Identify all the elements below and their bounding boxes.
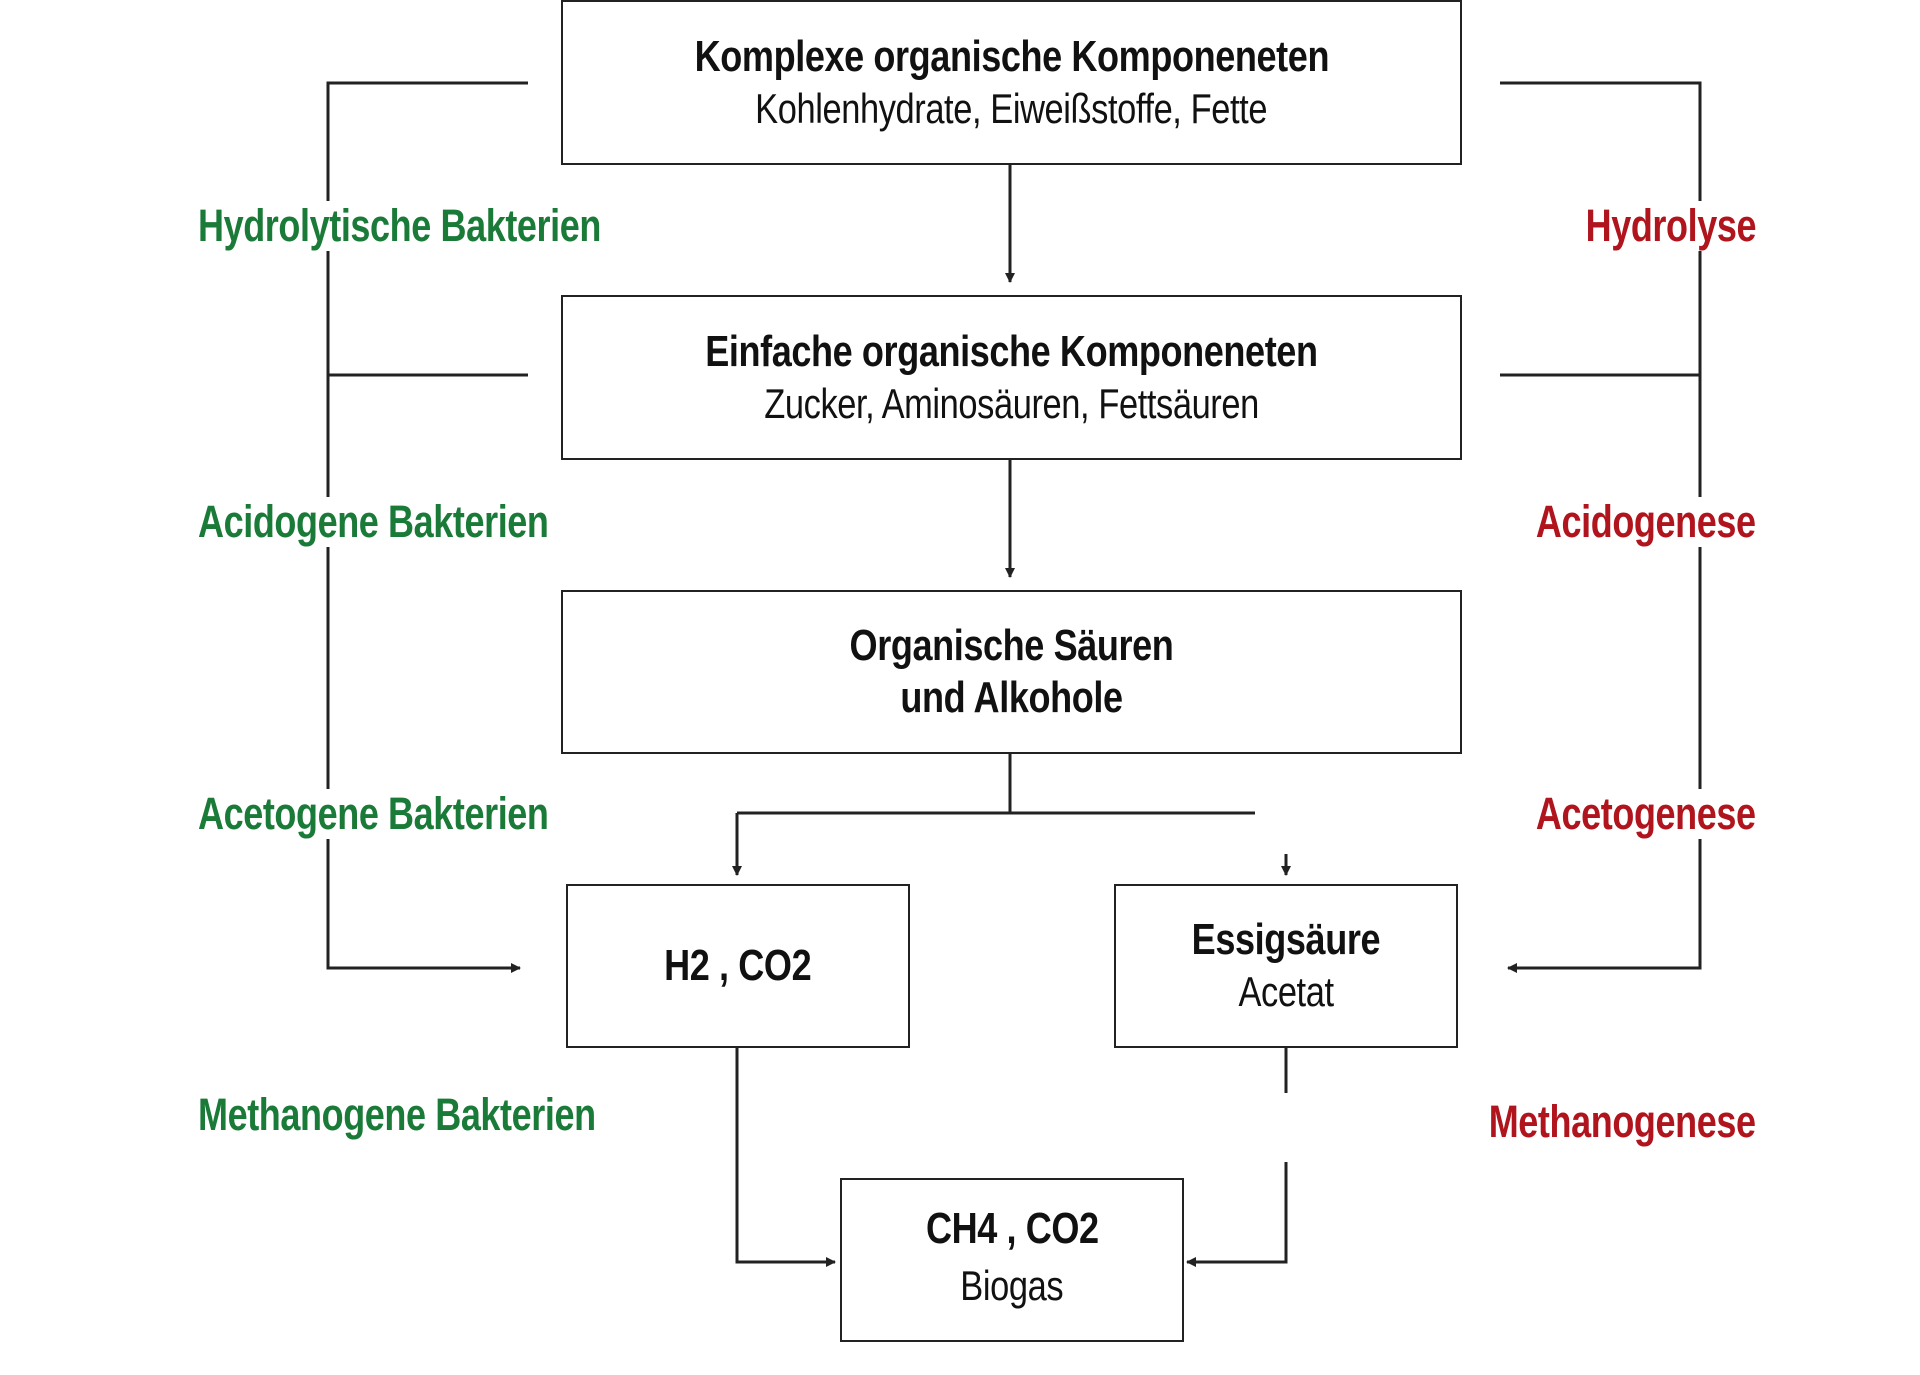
label-acetogenesis: Acetogenese (1536, 788, 1756, 839)
label-hydrolytic-bacteria: Hydrolytische Bakterien (198, 200, 601, 251)
box-acetic-title: Essigsäure (1191, 915, 1381, 964)
box-acetic-acid: Essigsäure Acetat (1114, 884, 1458, 1048)
label-acetogenic-bacteria: Acetogene Bakterien (198, 788, 549, 839)
box-complex-subtitle: Kohlenhydrate, Eiweißstoffe, Fette (755, 84, 1268, 132)
box-acids-line1: Organische Säuren (849, 621, 1174, 670)
box-biogas-title: CH4 , CO2 (925, 1204, 1099, 1253)
box-acetic-subtitle: Acetat (1238, 968, 1334, 1015)
label-acidogenesis: Acidogenese (1536, 496, 1756, 547)
box-complex-components: Komplexe organische Komponeneten Kohlenh… (561, 0, 1462, 165)
arrow-acetic-to-biogas (1186, 1162, 1288, 1267)
box-biogas: CH4 , CO2 Biogas (840, 1178, 1184, 1342)
label-acidogenic-bacteria: Acidogene Bakterien (198, 496, 549, 547)
box-acids-line2: und Alkohole (900, 673, 1123, 722)
box-simple-title: Einfache organische Komponeneten (705, 326, 1318, 376)
arrow-h2co2-to-biogas (735, 1048, 836, 1267)
box-simple-components: Einfache organische Komponeneten Zucker,… (561, 295, 1462, 460)
box-simple-subtitle: Zucker, Aminosäuren, Fettsäuren (764, 379, 1259, 427)
box-organic-acids: Organische Säuren und Alkohole (561, 590, 1462, 754)
label-methanogenesis: Methanogenese (1489, 1096, 1756, 1147)
box-biogas-subtitle: Biogas (960, 1262, 1064, 1309)
box-complex-title: Komplexe organische Komponeneten (694, 31, 1329, 81)
label-hydrolysis: Hydrolyse (1585, 200, 1756, 251)
label-methanogenic-bacteria: Methanogene Bakterien (198, 1089, 596, 1140)
box-h2-co2: H2 , CO2 (566, 884, 910, 1048)
box-h2co2-title: H2 , CO2 (664, 941, 812, 990)
